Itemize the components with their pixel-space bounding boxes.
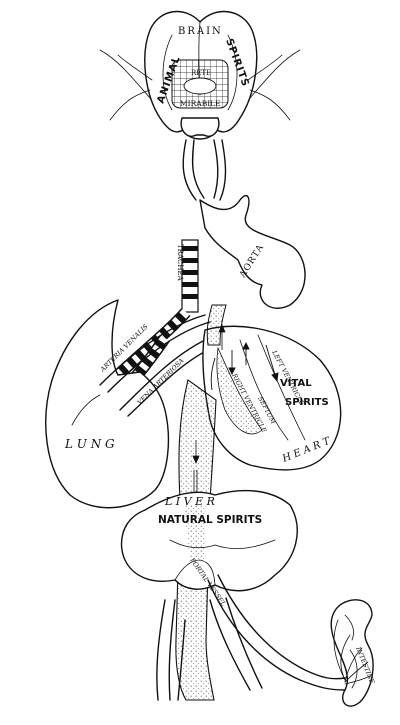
label-aorta: AORTA	[238, 242, 267, 280]
brain-right-lobe	[227, 34, 238, 111]
label-lung: L U N G	[64, 437, 115, 451]
flow-arrows-lower	[192, 323, 226, 465]
brain-base	[180, 117, 220, 137]
left-branches	[99, 49, 153, 121]
label-liver: L I V E R	[164, 495, 215, 508]
brain-group: BRAIN ANIMAL SPIRITS RETE MIRABILE	[144, 10, 258, 140]
label-vital-spirits: SPIRITS	[285, 397, 329, 408]
mesenteric-vessels	[333, 619, 371, 685]
label-rete: RETE	[191, 69, 211, 77]
heart-group: RIGHT VENTRICLE SEPTUM LEFT VENTRICLE VI…	[202, 325, 342, 471]
lung-group: L U N G	[45, 299, 170, 509]
aorta-group: AORTA	[199, 195, 306, 309]
trachea-rings	[182, 246, 198, 299]
rete-center	[183, 77, 217, 95]
carotid-arteries	[99, 49, 301, 201]
brain-left-lobe	[162, 34, 173, 111]
label-brain: BRAIN	[178, 26, 223, 37]
liver-group: L I V E R NATURAL SPIRITS	[120, 489, 298, 592]
label-vital: VITAL	[280, 378, 312, 389]
label-trachea: TRACHEA	[176, 244, 184, 282]
flow-arrows-heart	[210, 341, 279, 391]
label-natural-spirits: NATURAL SPIRITS	[158, 514, 262, 526]
vena-cava-upper	[206, 304, 227, 346]
septum-line	[239, 339, 289, 441]
heart-inner	[216, 346, 263, 435]
aorta-arch	[199, 195, 306, 309]
left-ventricle-line	[257, 334, 306, 441]
right-branches	[247, 49, 301, 121]
liver-outline	[120, 489, 298, 592]
intestine-group: INTESTINE	[330, 599, 376, 707]
liver-vein-stipple	[184, 505, 206, 560]
lung-outline	[45, 299, 170, 509]
label-mirabile: MIRABILE	[180, 99, 221, 108]
